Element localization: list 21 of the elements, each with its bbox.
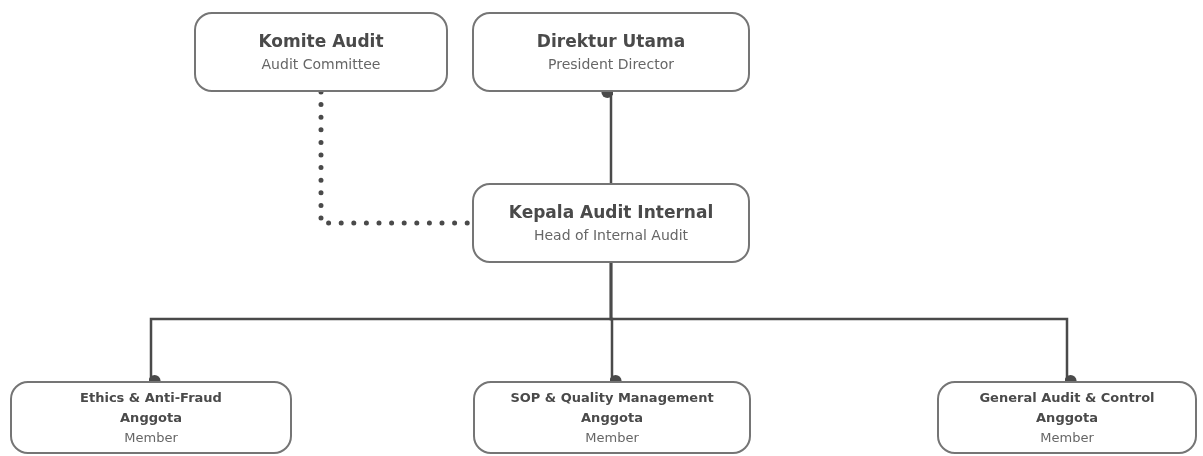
role-label: Anggota [581,408,643,427]
node-subtitle: Head of Internal Audit [533,226,689,245]
org-box [472,183,750,263]
org-box [472,12,750,92]
node-subtitle: Member [585,428,639,447]
node-subtitle: Member [124,428,178,447]
role-label: Anggota [1036,408,1098,427]
org-box [473,381,751,454]
node-title: General Audit & Control [979,388,1155,407]
org-box [194,12,448,92]
node-title: Ethics & Anti-Fraud [80,388,222,407]
role-label: Anggota [120,408,182,427]
node-title: Kepala Audit Internal [508,201,714,224]
node-title: Direktur Utama [536,30,686,53]
node-subtitle: President Director [548,55,674,74]
node-subtitle: Audit Committee [261,55,381,74]
node-title: SOP & Quality Management [510,388,714,407]
org-box [937,381,1197,454]
node-title: Komite Audit [258,30,384,53]
node-subtitle: Member [1040,428,1094,447]
org-box [10,381,292,454]
